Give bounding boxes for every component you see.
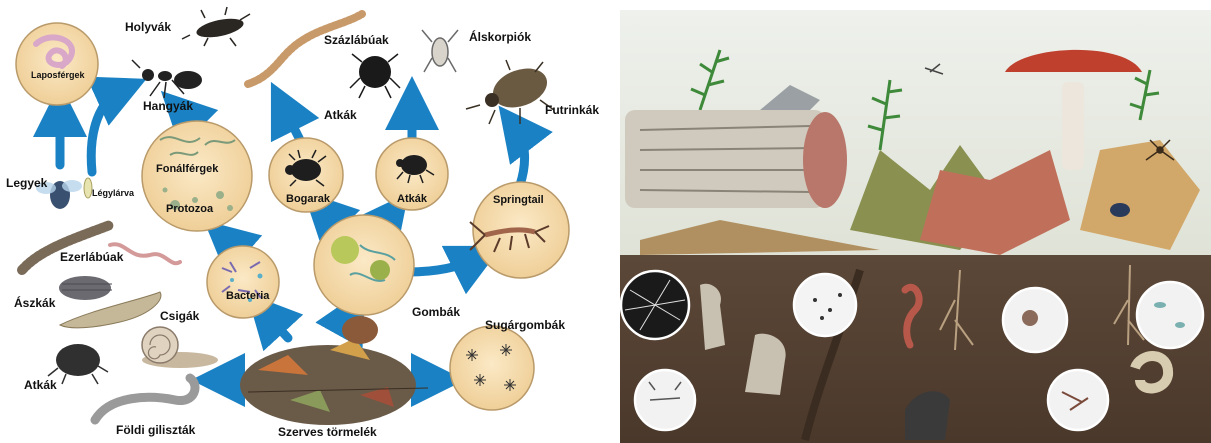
woodlouse-icon (59, 276, 112, 300)
soil-cross-section-illustration (620, 10, 1211, 443)
actinomycetes-circle (450, 326, 534, 410)
label-springtail: Springtail (493, 194, 544, 206)
label-fonalfergek: Fonálférgek (156, 163, 218, 175)
soil-food-web-diagram (16, 7, 569, 425)
label-bacteria: Bacteria (226, 290, 269, 302)
label-szazlabuak: Százlábúak (324, 33, 389, 47)
label-futrinkak: Futrinkák (545, 103, 599, 117)
pseudoscorpion-icon (422, 30, 458, 72)
magnified-microbes-circle (794, 274, 856, 336)
larva-icon (84, 178, 92, 198)
label-ezerlabuak: Ezerlábúak (60, 250, 123, 264)
label-laposfergek: Laposférgek (31, 70, 85, 80)
bacteria-circle (207, 246, 279, 318)
snail-icon (142, 327, 218, 368)
rove-beetle-icon (182, 7, 250, 46)
label-holyvak: Holyvák (125, 20, 171, 34)
organic-debris-icon (240, 316, 428, 425)
label-szerves-tormelek: Szerves törmelék (278, 425, 377, 439)
label-legylarva: Légylárva (92, 188, 134, 198)
arrow-springtail-to-beetle (515, 127, 525, 185)
label-protozoa: Protozoa (166, 203, 213, 215)
arrow-larva-to-ants (91, 90, 122, 172)
fungi-circle (314, 215, 414, 315)
label-atkak-top: Atkák (324, 108, 357, 122)
label-gombak: Gombák (412, 305, 460, 319)
arrows (60, 90, 525, 380)
arrow-debris-to-bacteria (265, 313, 288, 338)
ant-icon (132, 60, 202, 98)
centipede-icon (248, 14, 362, 84)
mite-bottom-icon (48, 344, 108, 384)
label-atkak-bottom: Atkák (24, 378, 57, 392)
label-aszkak: Ászkák (14, 296, 55, 310)
arrow-bogarak-to-centipede (283, 106, 300, 140)
label-hangyak: Hangyák (143, 99, 193, 113)
label-foldi-gilisztak: Földi giliszták (116, 423, 195, 437)
label-legyek: Legyek (6, 176, 47, 190)
magnified-protozoa-circle (1137, 282, 1203, 348)
label-bogarak: Bogarak (286, 193, 330, 205)
magnified-springtail-circle (635, 370, 695, 430)
mite-top-icon (350, 54, 400, 98)
ground-beetle-icon (466, 60, 554, 124)
arrow-gomba-to-springtail (408, 258, 478, 272)
label-atkak-mid: Atkák (397, 193, 427, 205)
log-icon (625, 110, 847, 208)
beetle-surface-icon (1110, 203, 1130, 217)
label-alskorpiok: Álskorpiók (469, 30, 531, 44)
label-sugargombak: Sugárgombák (485, 318, 565, 332)
label-csigak: Csigák (160, 309, 199, 323)
earthworm-icon (95, 378, 195, 420)
